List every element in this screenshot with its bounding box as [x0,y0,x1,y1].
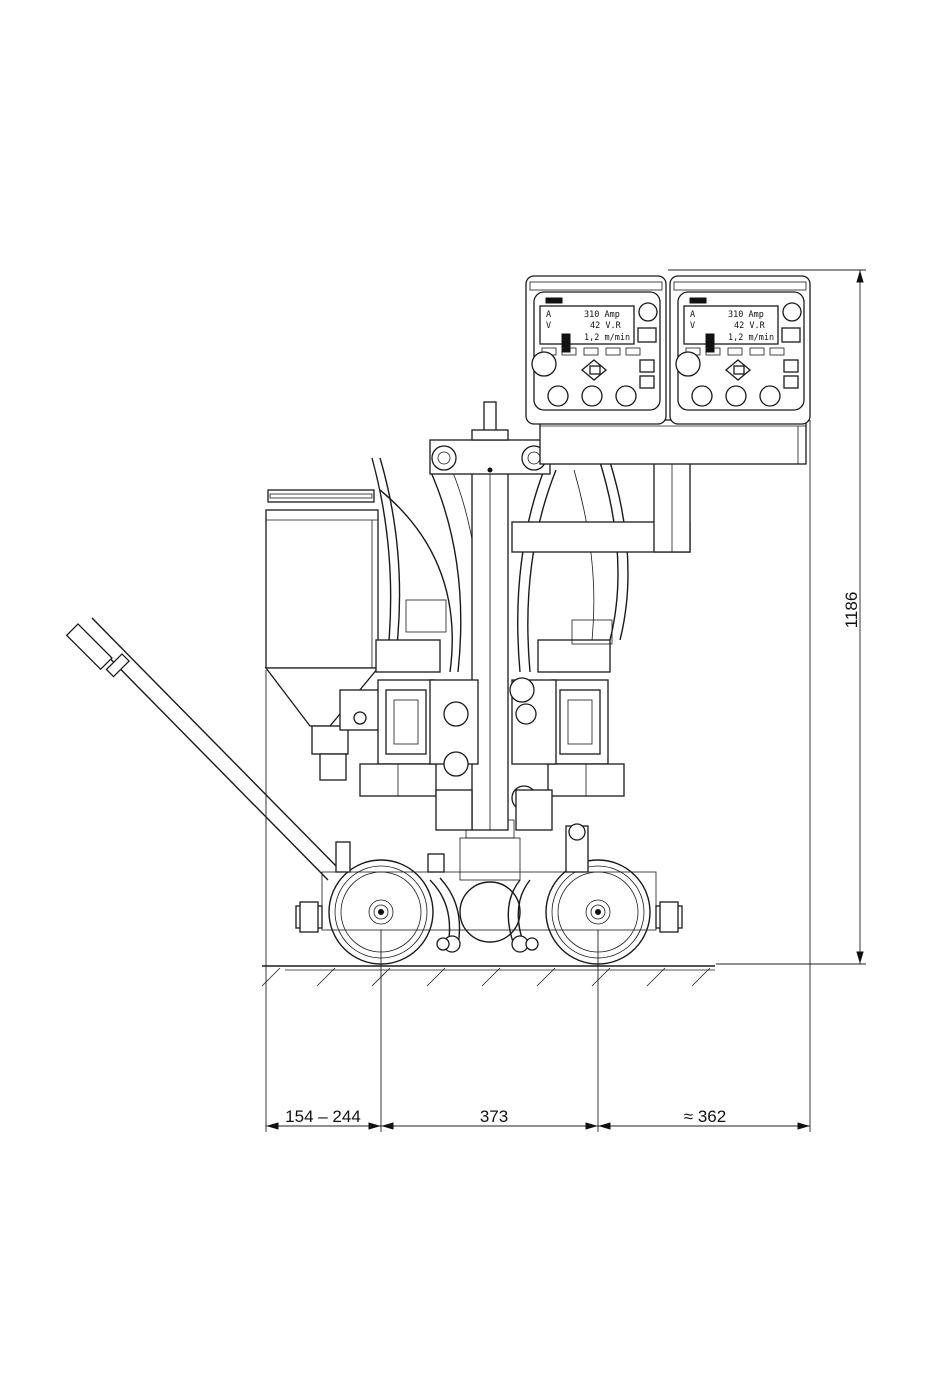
panel2-line1-label: A [690,310,695,320]
panel1-knob-left[interactable] [532,352,556,376]
feed-unit-right [510,620,624,830]
control-panel-1: A 310 Amp V 42 V.R 1,2 m/min [526,276,666,424]
panel2-enter-button[interactable] [782,328,800,342]
drive-motor [430,820,538,952]
panel2-line2-label: V [690,321,695,331]
panel2-line1-value: 310 Amp [728,310,764,320]
ground-line [262,966,715,986]
height-dimension-label: 1186 [842,592,861,629]
panel2-line2-value: 42 V.R [734,321,766,331]
panel2-button-a[interactable] [784,360,798,372]
panel2-button-b[interactable] [784,376,798,388]
panel1-knob-3[interactable] [616,386,636,406]
panel1-line2-label: V [546,321,551,331]
panel2-knob-2[interactable] [726,386,746,406]
panel1-line2-value: 42 V.R [590,321,622,331]
panel1-button-b[interactable] [640,376,654,388]
panel1-line3-value: 1,2 m/min [584,333,630,343]
control-box-base [540,420,806,464]
panel1-button-a[interactable] [640,360,654,372]
panel1-knob-1[interactable] [548,386,568,406]
panel1-enter-button[interactable] [638,328,656,342]
right-approx-dimension-label: ≈ 362 [684,1107,726,1126]
panel2-knob-left[interactable] [676,352,700,376]
left-range-dimension-label: 154 – 244 [285,1107,361,1126]
panel1-line1-value: 310 Amp [584,310,620,320]
panel2-knob-3[interactable] [760,386,780,406]
panel2-knob-top[interactable] [783,303,801,321]
panel1-knob-top[interactable] [639,303,657,321]
panel2-knob-1[interactable] [692,386,712,406]
panel1-knob-2[interactable] [582,386,602,406]
wheel-base-dimension-label: 373 [480,1107,508,1126]
panel1-line1-label: A [546,310,551,320]
chassis-frame [296,824,682,932]
panel2-line3-value: 1,2 m/min [728,333,774,343]
flux-hopper [266,490,380,780]
control-panel-2: A 310 Amp V 42 V.R 1,2 m/min [670,276,810,424]
